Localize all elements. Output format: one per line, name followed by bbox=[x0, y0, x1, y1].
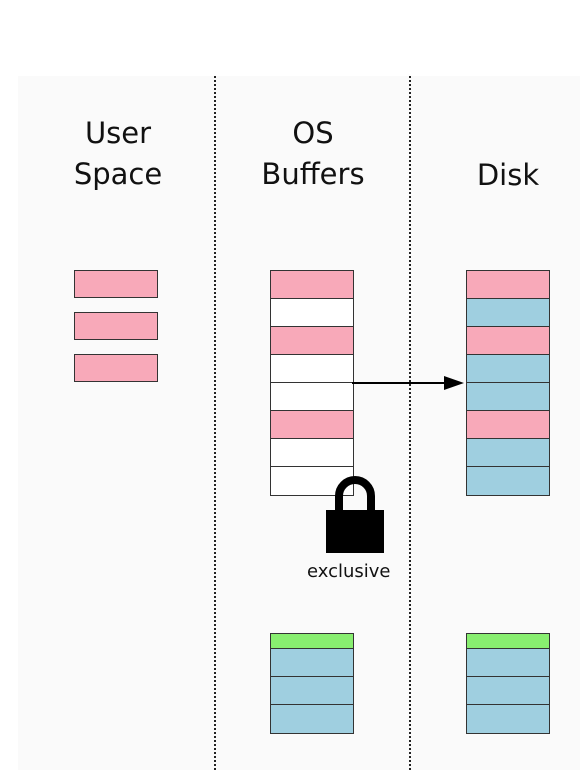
os-buffer-block bbox=[270, 270, 354, 300]
os-buffer-block bbox=[270, 326, 354, 356]
disk-bottom-block bbox=[466, 676, 550, 706]
write-arrow-head bbox=[444, 376, 464, 390]
os-buffer-block bbox=[270, 298, 354, 328]
disk-block bbox=[466, 354, 550, 384]
column-title-disk: Disk bbox=[476, 158, 540, 192]
column-title-user-space: User Space bbox=[73, 116, 163, 191]
column-divider-right bbox=[409, 76, 411, 770]
os-buffer-block bbox=[270, 354, 354, 384]
lock-body bbox=[326, 510, 384, 553]
os-buffer-bottom-block bbox=[270, 676, 354, 706]
column-divider-left bbox=[214, 76, 216, 770]
column-title-os-buffers: OS Buffers bbox=[261, 116, 365, 191]
os-buffer-block bbox=[270, 382, 354, 412]
user-space-block bbox=[74, 270, 158, 298]
disk-block bbox=[466, 410, 550, 440]
disk-block bbox=[466, 326, 550, 356]
disk-block bbox=[466, 298, 550, 328]
os-buffer-bottom-block bbox=[270, 704, 354, 734]
disk-bottom-block bbox=[466, 648, 550, 678]
lock-icon bbox=[326, 476, 384, 553]
user-space-block bbox=[74, 312, 158, 340]
disk-block bbox=[466, 466, 550, 496]
disk-block bbox=[466, 270, 550, 300]
os-buffer-block bbox=[270, 438, 354, 468]
lock-shackle bbox=[335, 476, 375, 512]
user-space-block bbox=[74, 354, 158, 382]
os-buffer-bottom-block bbox=[270, 648, 354, 678]
lock-label: exclusive bbox=[307, 561, 391, 582]
disk-block bbox=[466, 382, 550, 412]
disk-bottom-block bbox=[466, 704, 550, 734]
disk-block bbox=[466, 438, 550, 468]
os-buffer-block bbox=[270, 410, 354, 440]
write-arrow bbox=[352, 376, 464, 390]
